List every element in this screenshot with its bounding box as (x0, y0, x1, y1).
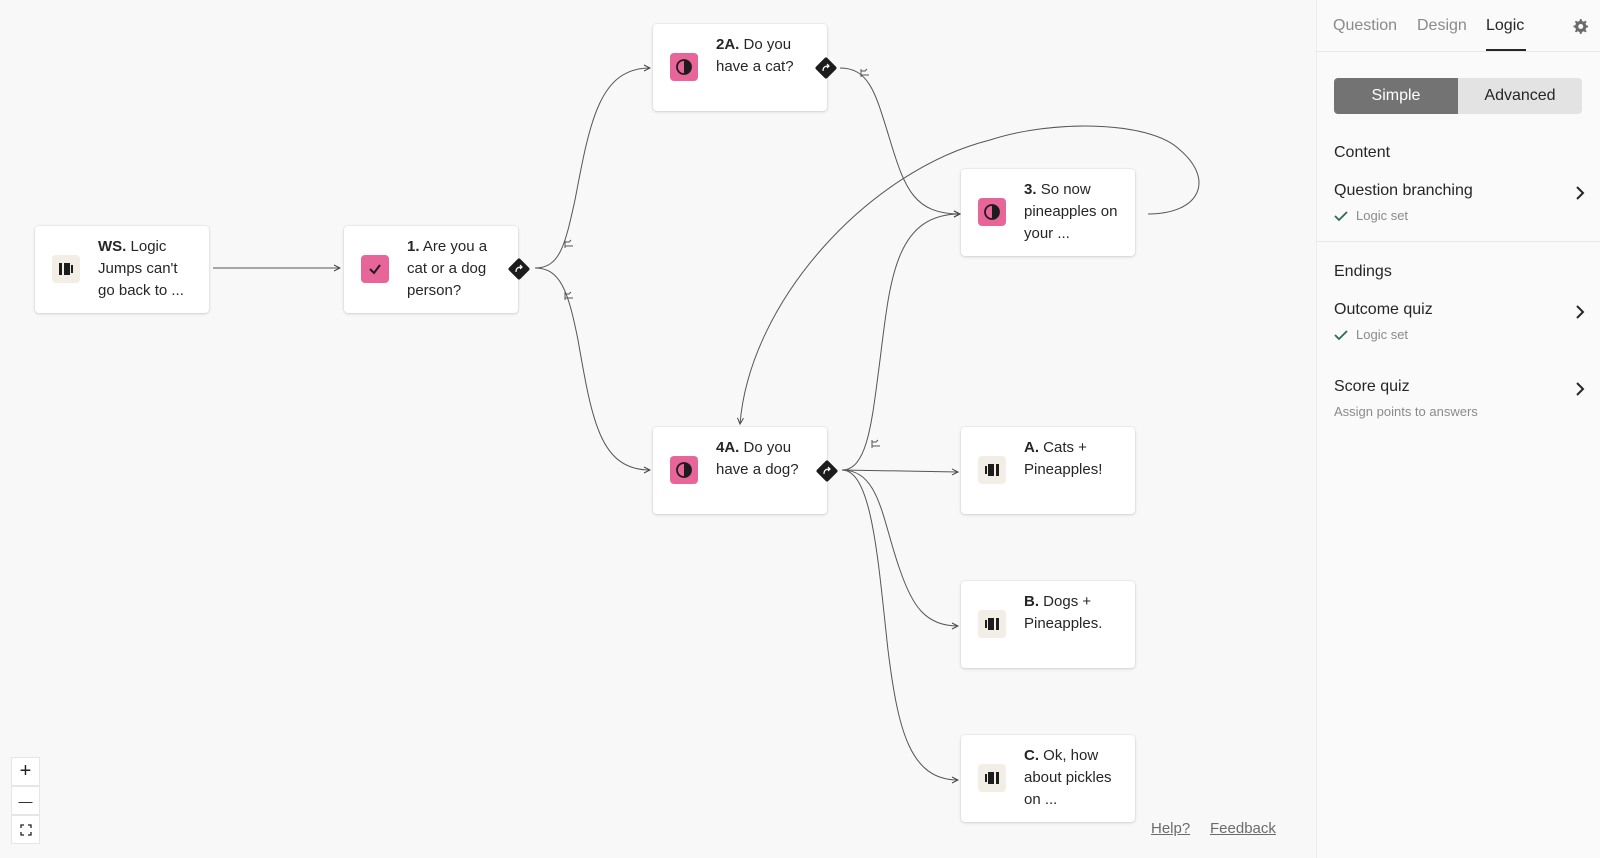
tab-design[interactable]: Design (1417, 17, 1467, 34)
simple-mode-button[interactable]: Simple (1334, 78, 1458, 114)
help-link[interactable]: Help? (1151, 820, 1191, 837)
score-quiz-description: Assign points to answers (1334, 404, 1478, 419)
logic-settings-panel: Question Design Logic Simple Advanced Co… (1316, 0, 1600, 858)
outcome-quiz-status: Logic set (1334, 327, 1408, 342)
branch-icon[interactable] (870, 437, 882, 449)
logic-jump-diamond[interactable] (814, 56, 838, 80)
zoom-in-button[interactable]: + (11, 757, 40, 786)
edge-2a-to-3 (839, 67, 960, 214)
divider (1317, 241, 1600, 242)
tab-question[interactable]: Question (1333, 17, 1398, 34)
content-section-title: Content (1334, 144, 1391, 161)
score-quiz-row[interactable]: Score quiz (1334, 378, 1586, 400)
fit-screen-icon (19, 823, 32, 836)
edge-4a-to-3 (841, 214, 960, 471)
node-label: A. Cats + Pineapples! (1024, 439, 1103, 478)
ending-icon (978, 764, 1006, 792)
branch-icon[interactable] (859, 66, 871, 78)
node-ending-b[interactable]: B. Dogs + Pineapples. (961, 581, 1135, 668)
node-ending-a[interactable]: A. Cats + Pineapples! (961, 427, 1135, 514)
node-label: B. Dogs + Pineapples. (1024, 593, 1103, 632)
logic-jump-diamond[interactable] (815, 459, 839, 483)
divider (1317, 51, 1600, 52)
advanced-mode-button[interactable]: Advanced (1458, 78, 1582, 114)
branch-icon[interactable] (563, 237, 575, 249)
node-question-4a[interactable]: 4A. Do you have a dog? (653, 427, 827, 514)
yes-no-icon (978, 198, 1006, 226)
node-label: 1. Are you a cat or a dog person? (407, 238, 488, 299)
node-welcome-screen[interactable]: WS. Logic Jumps can't go back to ... (35, 226, 209, 313)
node-label: 4A. Do you have a dog? (716, 439, 799, 478)
chevron-right-icon (1576, 382, 1585, 396)
checkmark-icon (1334, 210, 1348, 221)
jump-icon (822, 63, 830, 72)
question-branching-row[interactable]: Question branching (1334, 182, 1586, 204)
statement-icon (52, 255, 80, 283)
mode-toggle: Simple Advanced (1334, 78, 1582, 114)
ending-icon (978, 610, 1006, 638)
node-question-1[interactable]: 1. Are you a cat or a dog person? (344, 226, 518, 313)
zoom-out-button[interactable]: — (11, 786, 40, 815)
ending-icon (978, 456, 1006, 484)
node-label: 2A. Do you have a cat? (716, 36, 794, 75)
yes-no-icon (670, 456, 698, 484)
chevron-right-icon (1576, 186, 1585, 200)
outcome-quiz-row[interactable]: Outcome quiz (1334, 301, 1586, 323)
node-question-3[interactable]: 3. So now pineapples on your ... (961, 169, 1135, 256)
node-label: WS. Logic Jumps can't go back to ... (98, 238, 184, 299)
edge-3-to-4a (740, 125, 1200, 424)
node-label: 3. So now pineapples on your ... (1024, 181, 1118, 242)
edge-4a-to-endC (841, 469, 958, 780)
node-ending-c[interactable]: C. Ok, how about pickles on ... (961, 735, 1135, 822)
tab-logic[interactable]: Logic (1486, 17, 1525, 34)
edge-4a-to-endB (841, 469, 958, 626)
feedback-link[interactable]: Feedback (1210, 820, 1276, 837)
logic-jump-diamond[interactable] (507, 257, 531, 281)
chevron-right-icon (1576, 305, 1585, 319)
edge-1-to-2a (534, 68, 650, 269)
branch-icon[interactable] (563, 289, 575, 301)
checkmark-icon (1334, 329, 1348, 340)
yes-no-icon (670, 53, 698, 81)
active-tab-indicator (1486, 49, 1526, 51)
outcome-quiz-label: Outcome quiz (1334, 301, 1433, 318)
edge-1-to-4a (534, 267, 650, 470)
gear-icon[interactable] (1570, 16, 1590, 36)
question-branching-label: Question branching (1334, 182, 1473, 199)
question-branching-status: Logic set (1334, 208, 1408, 223)
jump-icon (823, 466, 831, 475)
score-quiz-label: Score quiz (1334, 378, 1410, 395)
logic-map-canvas[interactable]: WS. Logic Jumps can't go back to ... 1. … (0, 0, 1316, 858)
edge-4a-to-endA (841, 470, 958, 472)
fit-to-screen-button[interactable] (11, 815, 40, 844)
node-label: C. Ok, how about pickles on ... (1024, 747, 1112, 808)
node-question-2a[interactable]: 2A. Do you have a cat? (653, 24, 827, 111)
panel-tabs: Question Design Logic (1333, 0, 1593, 52)
jump-icon (515, 264, 523, 273)
connection-lines (213, 0, 1200, 858)
endings-section-title: Endings (1334, 263, 1392, 280)
checkbox-icon (361, 255, 389, 283)
